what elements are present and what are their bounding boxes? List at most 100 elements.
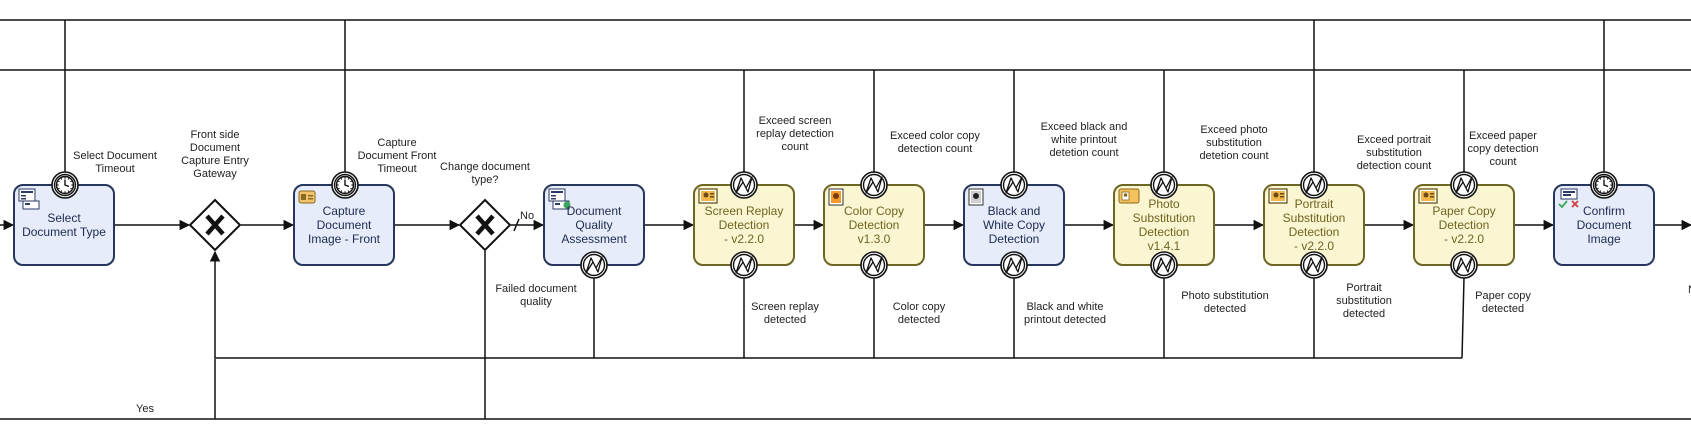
event-label-line: Timeout [377, 163, 416, 175]
flow-label-yes: Yes [136, 403, 154, 415]
error-boundary-event-b14[interactable] [1450, 171, 1478, 199]
error-boundary-event-b10[interactable] [1150, 171, 1178, 199]
gateway-label-line: Gateway [193, 168, 237, 180]
lightning-error-icon [585, 256, 603, 274]
task-label-line: Detection [719, 218, 770, 232]
flow-label-partial: N [1688, 284, 1691, 296]
event-label-line: quality [520, 296, 552, 308]
task-label-line: Detection [1439, 218, 1490, 232]
form-icon [18, 188, 40, 210]
task-label-line: v1.3.0 [858, 232, 891, 246]
check-cross-icon [1558, 188, 1579, 209]
error-boundary-event-b3[interactable] [580, 251, 608, 279]
task-label-line: Document [1577, 218, 1632, 232]
sequence-flows [0, 19, 1691, 420]
form-check-icon [548, 188, 571, 210]
error-boundary-event-b7[interactable] [860, 251, 888, 279]
task-label-line: Substitution [1283, 211, 1346, 225]
event-label-line: Exceed photo [1200, 124, 1267, 136]
error-boundary-event-b4[interactable] [730, 171, 758, 199]
error-boundary-event-b11[interactable] [1150, 251, 1178, 279]
event-label-line: Failed document [495, 283, 576, 295]
task-label-line: Confirm [1583, 204, 1625, 218]
lightning-error-icon [1155, 176, 1173, 194]
color-photo-icon [828, 188, 844, 206]
task-label-line: Image [1587, 232, 1621, 246]
exclusive-gateway-g1[interactable] [188, 198, 242, 252]
error-boundary-event-b13[interactable] [1300, 251, 1328, 279]
timer-boundary-event-b16[interactable] [1590, 171, 1618, 199]
bw-photo-icon [968, 188, 984, 206]
event-label-line: Capture [377, 137, 416, 149]
task-label-line: Image - Front [308, 232, 381, 246]
error-boundary-event-b5[interactable] [730, 251, 758, 279]
lightning-error-icon [1305, 256, 1323, 274]
event-label-line: Document Front [358, 150, 437, 162]
lightning-error-icon [735, 256, 753, 274]
gateway-label-line: Change document [440, 161, 530, 173]
task-label-line: Photo [1148, 197, 1180, 211]
photo-card-icon [1118, 188, 1140, 204]
event-label-line: Exceed screen [759, 115, 832, 127]
x-marker-icon [475, 214, 495, 236]
event-label-line: Exceed color copy [890, 130, 980, 142]
timer-boundary-event-b2[interactable] [331, 171, 359, 199]
x-marker-icon [205, 214, 225, 236]
event-label-line: detected [1482, 303, 1524, 315]
event-label-line: copy detection [1468, 143, 1539, 155]
event-label-line: substitution [1366, 147, 1422, 159]
lightning-error-icon [1455, 256, 1473, 274]
gateways [188, 198, 512, 252]
event-label-line: Exceed portrait [1357, 134, 1431, 146]
event-label-line: detetion count [1049, 147, 1118, 159]
event-label-line: detetion count [1199, 150, 1268, 162]
task-label-line: Screen Replay [705, 204, 784, 218]
portrait-frame-icon [1268, 188, 1288, 204]
task-label-line: Document [317, 218, 372, 232]
error-boundary-event-b6[interactable] [860, 171, 888, 199]
event-label-line: replay detection [756, 128, 834, 140]
event-label-line: detection count [898, 143, 973, 155]
clock-icon [335, 175, 355, 195]
event-label-line: Portrait [1346, 282, 1381, 294]
error-boundary-event-b15[interactable] [1450, 251, 1478, 279]
error-boundary-event-b9[interactable] [1000, 251, 1028, 279]
exclusive-gateway-g2[interactable] [458, 198, 512, 252]
event-label-line: count [1490, 156, 1517, 168]
event-label-line: detected [898, 314, 940, 326]
portrait-frame-icon [698, 188, 718, 204]
gateway-label-line: type? [472, 174, 499, 186]
event-label-line: substitution [1336, 295, 1392, 307]
error-boundary-event-b8[interactable] [1000, 171, 1028, 199]
event-label-line: Select Document [73, 150, 157, 162]
event-label-line: detection count [1357, 160, 1432, 172]
event-label-line: white printout [1050, 134, 1116, 146]
task-label-line: Select [47, 211, 81, 225]
event-label-line: printout detected [1024, 314, 1106, 326]
portrait-frame-icon [1418, 188, 1438, 204]
error-boundary-event-b12[interactable] [1300, 171, 1328, 199]
task-label-line: Portrait [1295, 197, 1334, 211]
gateway-label-line: Document [190, 142, 240, 154]
task-label-line: Detection [849, 218, 900, 232]
task-label-line: Assessment [561, 232, 627, 246]
timer-boundary-event-b1[interactable] [51, 171, 79, 199]
event-label-line: Exceed black and [1041, 121, 1128, 133]
task-label-line: - v2.2.0 [724, 232, 764, 246]
task-label-line: Capture [323, 204, 366, 218]
event-label-line: Color copy [893, 301, 946, 313]
task-label-line: Document [567, 204, 622, 218]
task-label-line: Quality [575, 218, 612, 232]
event-label-line: Exceed paper [1469, 130, 1537, 142]
